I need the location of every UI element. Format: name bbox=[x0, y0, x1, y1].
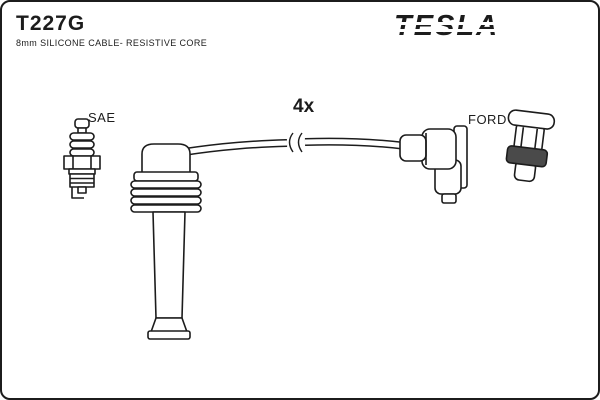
brand-logo-text: TESLA bbox=[394, 10, 500, 42]
sae-label: SAE bbox=[88, 110, 116, 125]
part-number: T227G bbox=[16, 12, 86, 35]
quantity-label: 4x bbox=[293, 96, 315, 117]
straight-connector-icon bbox=[505, 109, 556, 183]
logo-stripe bbox=[390, 22, 502, 25]
cable-break-icon bbox=[288, 132, 303, 153]
coil-boot-icon bbox=[130, 143, 202, 340]
cable-icon bbox=[183, 132, 407, 156]
part-description: 8mm SILICONE CABLE- RESISTIVE CORE bbox=[16, 38, 208, 48]
brand-logo: TESLA bbox=[390, 10, 502, 42]
elbow-connector-icon bbox=[399, 125, 468, 204]
spark-plug-icon bbox=[63, 118, 101, 199]
ford-label: FORD bbox=[468, 112, 507, 127]
logo-stripe bbox=[390, 29, 502, 32]
